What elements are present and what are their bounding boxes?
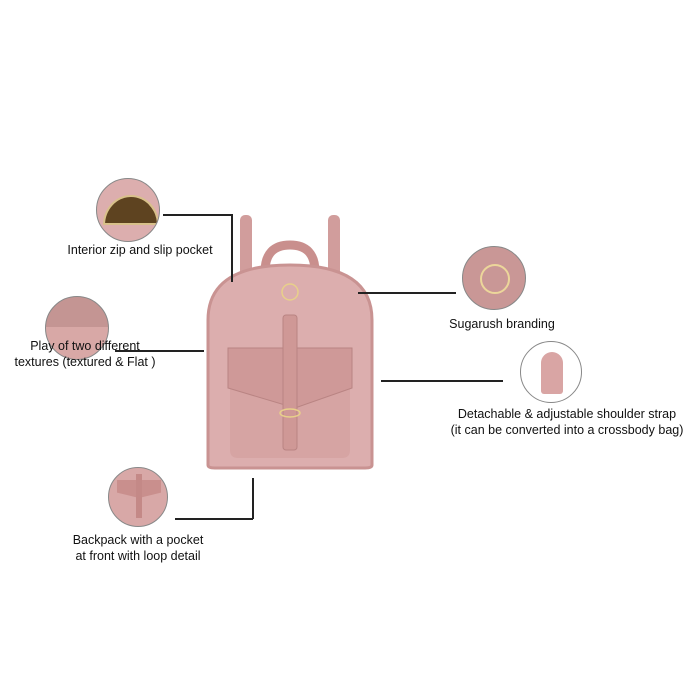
feature-label-textures: Play of two different textures (textured… bbox=[14, 338, 155, 370]
label-line: (it can be converted into a crossbody ba… bbox=[450, 423, 684, 437]
front-pocket-icon bbox=[108, 467, 168, 527]
connector-line bbox=[358, 292, 456, 294]
feature-label-front-pocket: Backpack with a pocket at front with loo… bbox=[73, 532, 204, 564]
label-line: Sugarush branding bbox=[449, 317, 555, 331]
texture-swatch-icon bbox=[45, 296, 109, 360]
feature-label-shoulder-strap: Detachable & adjustable shoulder strap (… bbox=[451, 406, 684, 438]
label-line: Play of two different bbox=[30, 339, 140, 353]
label-line: Backpack with a pocket bbox=[72, 533, 204, 547]
label-line: textures (textured & Flat ) bbox=[14, 355, 156, 369]
connector-line bbox=[175, 518, 253, 520]
interior-pocket-icon bbox=[96, 178, 160, 242]
brand-logo-icon bbox=[462, 246, 526, 310]
connector-line bbox=[163, 214, 232, 216]
connector-line bbox=[231, 214, 233, 282]
backpack-back-view-icon bbox=[520, 341, 582, 403]
label-line: Interior zip and slip pocket bbox=[67, 243, 213, 257]
connector-line bbox=[252, 478, 254, 519]
label-line: at front with loop detail bbox=[75, 549, 201, 563]
backpack-image bbox=[206, 215, 374, 470]
connector-line bbox=[381, 380, 503, 382]
label-line: Detachable & adjustable shoulder strap bbox=[457, 407, 677, 421]
feature-label-branding: Sugarush branding bbox=[449, 316, 555, 332]
connector-line bbox=[115, 350, 204, 352]
feature-label-interior-pocket: Interior zip and slip pocket bbox=[67, 242, 212, 258]
